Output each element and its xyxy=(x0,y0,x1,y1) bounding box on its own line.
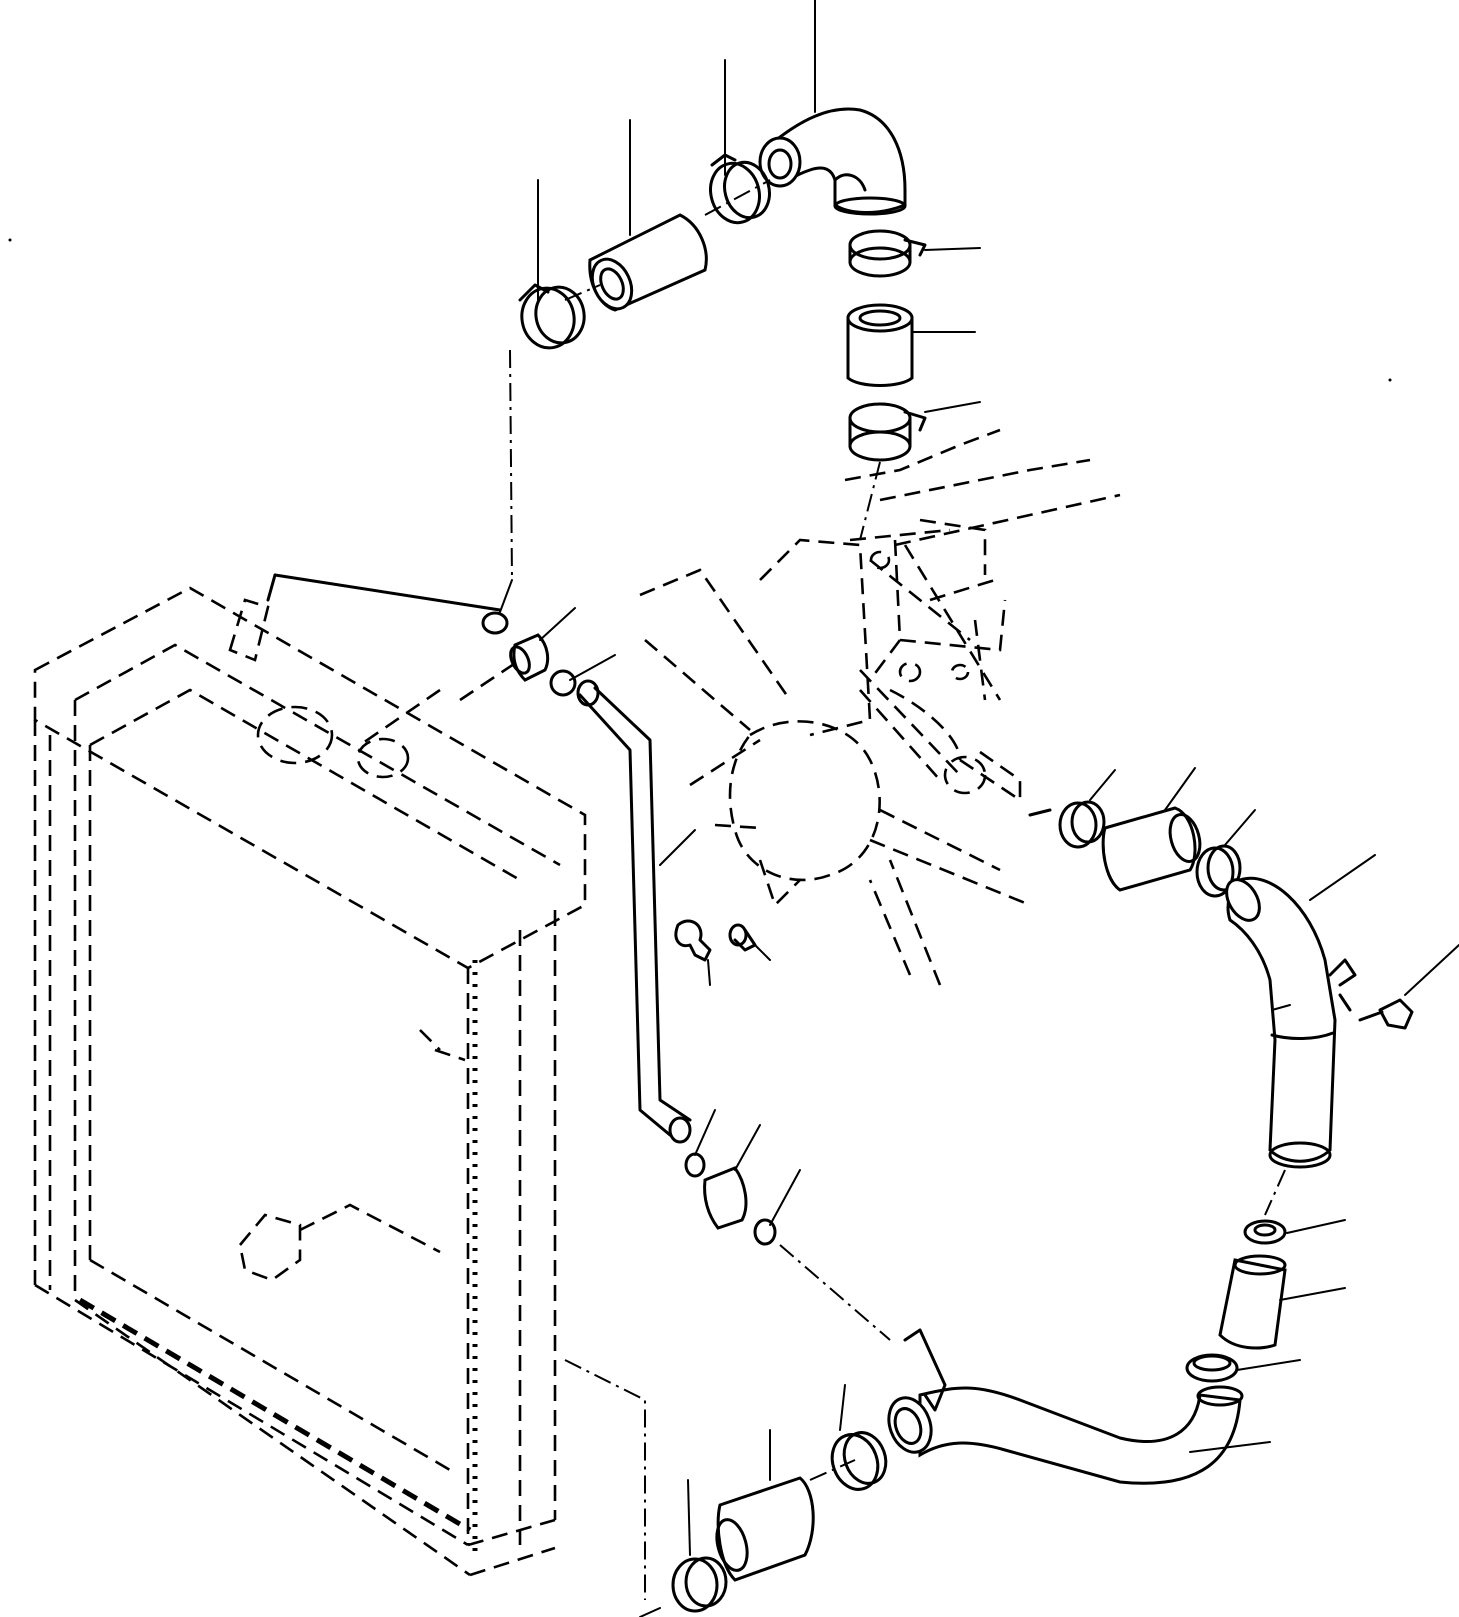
bypass-hose-group xyxy=(266,573,696,1144)
right-hose-group xyxy=(564,767,1459,1617)
speck xyxy=(1388,378,1392,382)
speck xyxy=(8,238,12,242)
lower-small-hose-group xyxy=(684,1109,891,1341)
engine-phantom xyxy=(759,428,1121,803)
radiator-assembly xyxy=(33,586,587,1577)
upper-hose-group xyxy=(509,0,981,581)
bracket-bolt-group xyxy=(674,919,771,986)
cooling-fan-phantom xyxy=(639,568,1031,986)
